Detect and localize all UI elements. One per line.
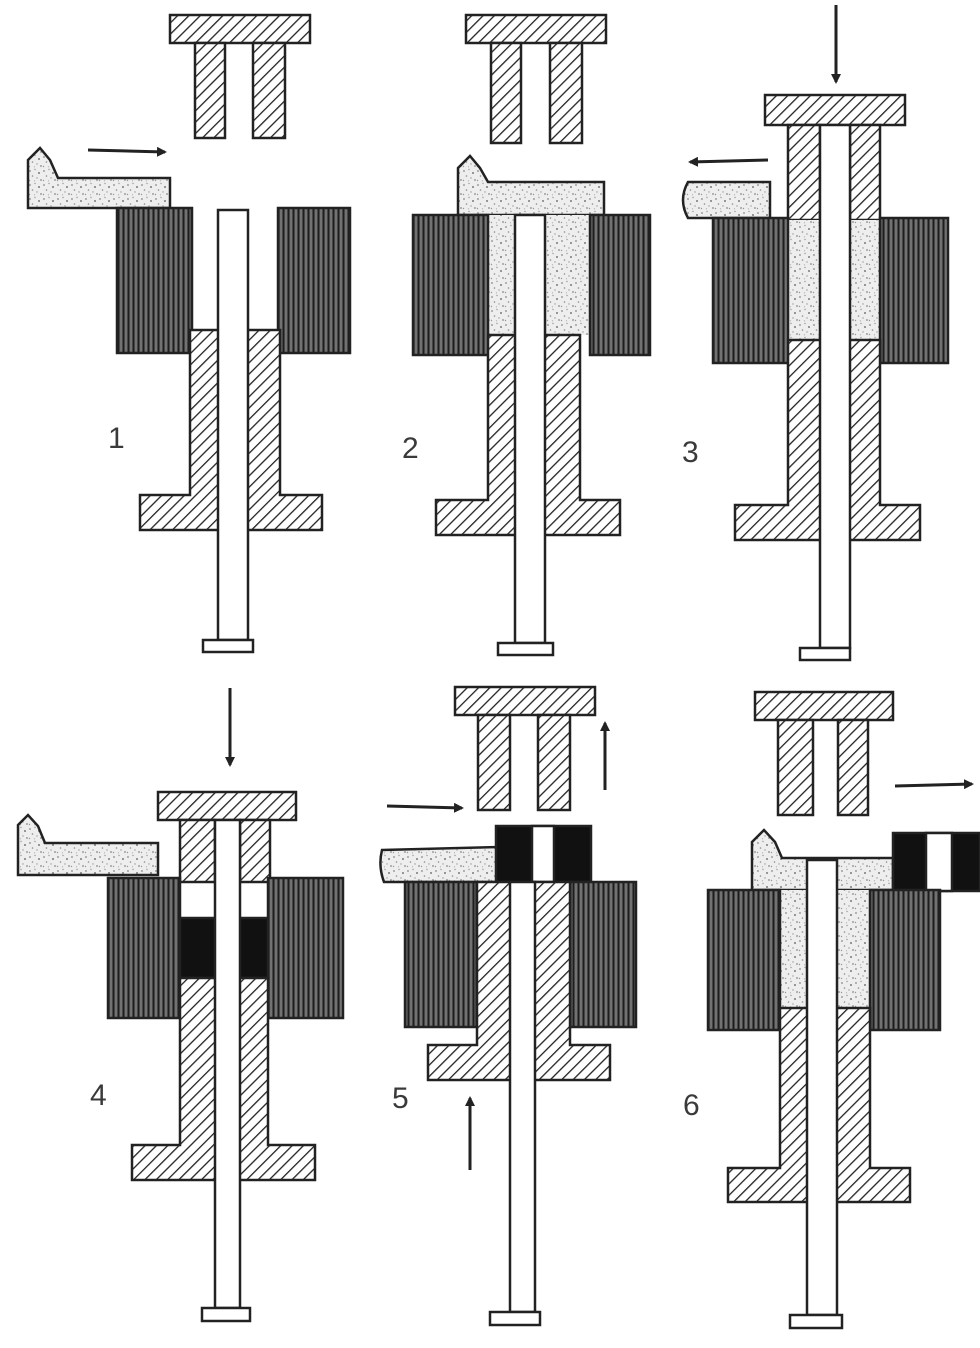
upper-punch: [753, 690, 895, 817]
upper-punch: [156, 790, 298, 884]
core-rod-base: [496, 641, 555, 657]
compact: [494, 824, 593, 884]
step-label: 2: [402, 432, 419, 465]
step-5: 5: [379, 685, 638, 1327]
step-label: 1: [108, 422, 125, 455]
step-3: 3: [681, 5, 950, 662]
feed-shoe: [681, 180, 772, 220]
die: [403, 880, 638, 1029]
upper-punch: [168, 13, 312, 140]
step-label: 3: [682, 436, 699, 469]
step-4: 4: [16, 688, 345, 1323]
compact: [891, 831, 980, 893]
feed-shoe: [456, 154, 606, 217]
feed-shoe: [16, 813, 160, 877]
step-2: 2: [402, 13, 652, 657]
core-rod-base: [201, 638, 255, 654]
shoe-arrow-right: [87, 146, 167, 157]
step-1: 1: [26, 13, 352, 654]
core-rod: [818, 123, 852, 650]
core-rod: [805, 858, 839, 1317]
core-rod: [213, 818, 242, 1310]
upper-punch: [763, 93, 907, 222]
core-rod: [216, 208, 250, 642]
step-label: 4: [90, 1079, 107, 1112]
step-label: 5: [392, 1082, 409, 1115]
die: [106, 876, 345, 1020]
die: [115, 206, 352, 355]
core-rod-base: [798, 646, 852, 662]
upper-punch: [453, 685, 597, 812]
die: [411, 213, 652, 357]
core-rod: [508, 880, 537, 1314]
compact-arrow-right: [894, 779, 974, 790]
feed-shoe: [26, 146, 172, 210]
core-rod-base: [788, 1313, 844, 1330]
core-rod: [513, 213, 547, 645]
die: [706, 888, 942, 1032]
step-6: 6: [683, 690, 980, 1330]
upper-punch: [464, 13, 608, 145]
core-rod-base: [200, 1306, 252, 1323]
shoe-arrow-left: [688, 156, 769, 167]
die: [711, 216, 950, 365]
step-label: 6: [683, 1089, 700, 1122]
core-rod-base: [488, 1310, 542, 1327]
shoe-arrow-right: [386, 802, 464, 813]
feed-shoe: [379, 845, 500, 884]
